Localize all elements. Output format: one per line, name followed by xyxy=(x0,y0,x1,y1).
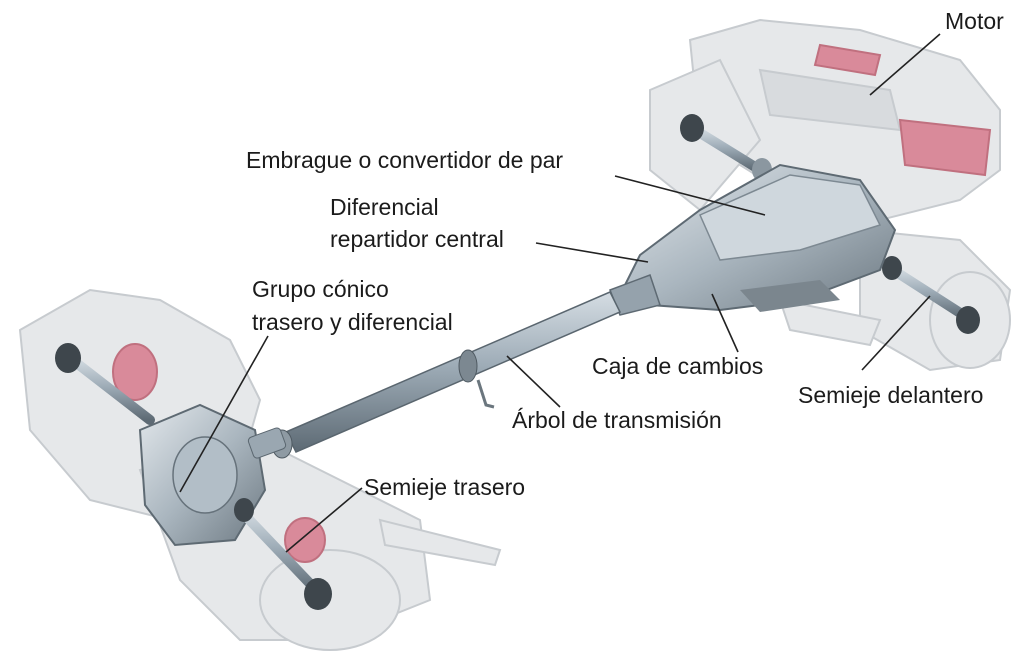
label-front-halfshaft: Semieje delantero xyxy=(798,382,983,409)
label-rear-group-1: Grupo cónico xyxy=(252,276,389,303)
label-center-diff-1: Diferencial xyxy=(330,194,439,221)
leader-driveshaft xyxy=(507,356,560,407)
label-driveshaft: Árbol de transmisión xyxy=(512,407,722,434)
leader-center-diff xyxy=(536,243,648,262)
label-center-diff-2: repartidor central xyxy=(330,226,504,253)
label-rear-group-2: trasero y diferencial xyxy=(252,309,453,336)
label-rear-halfshaft: Semieje trasero xyxy=(364,474,525,501)
label-gearbox: Caja de cambios xyxy=(592,353,763,380)
gearbox-assembly xyxy=(610,165,895,315)
label-motor: Motor xyxy=(945,8,1004,35)
label-clutch: Embrague o convertidor de par xyxy=(246,147,563,174)
